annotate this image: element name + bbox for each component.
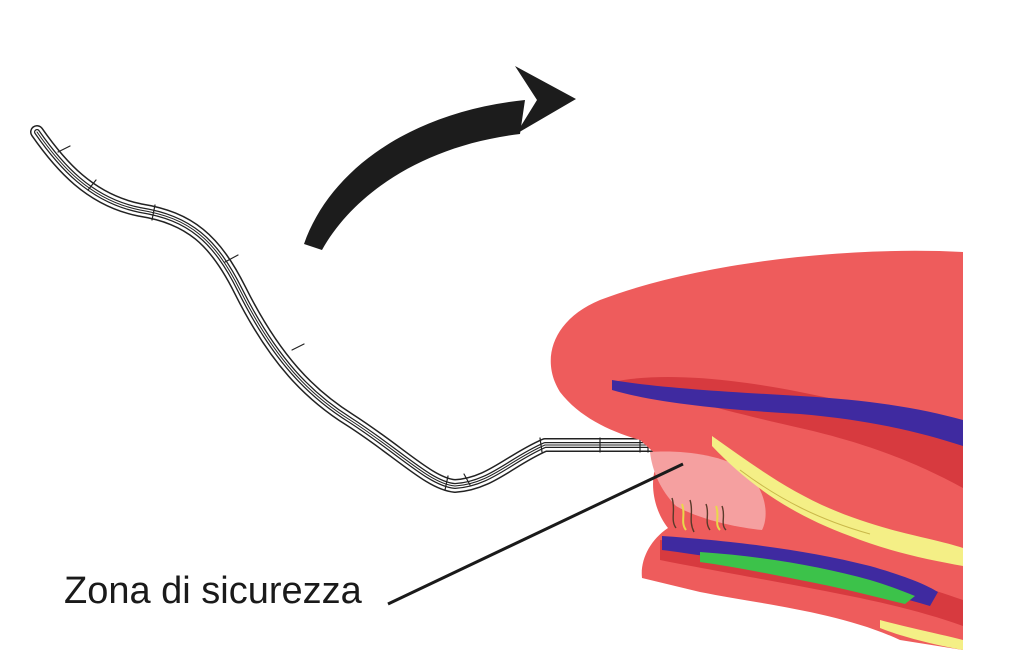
caption-leader-line	[387, 462, 684, 606]
anatomical-section	[550, 250, 963, 651]
curved-arrow-icon	[304, 66, 576, 250]
safety-zone-label: Zona di sicurezza	[64, 570, 362, 612]
retractor-instrument	[30, 125, 709, 493]
